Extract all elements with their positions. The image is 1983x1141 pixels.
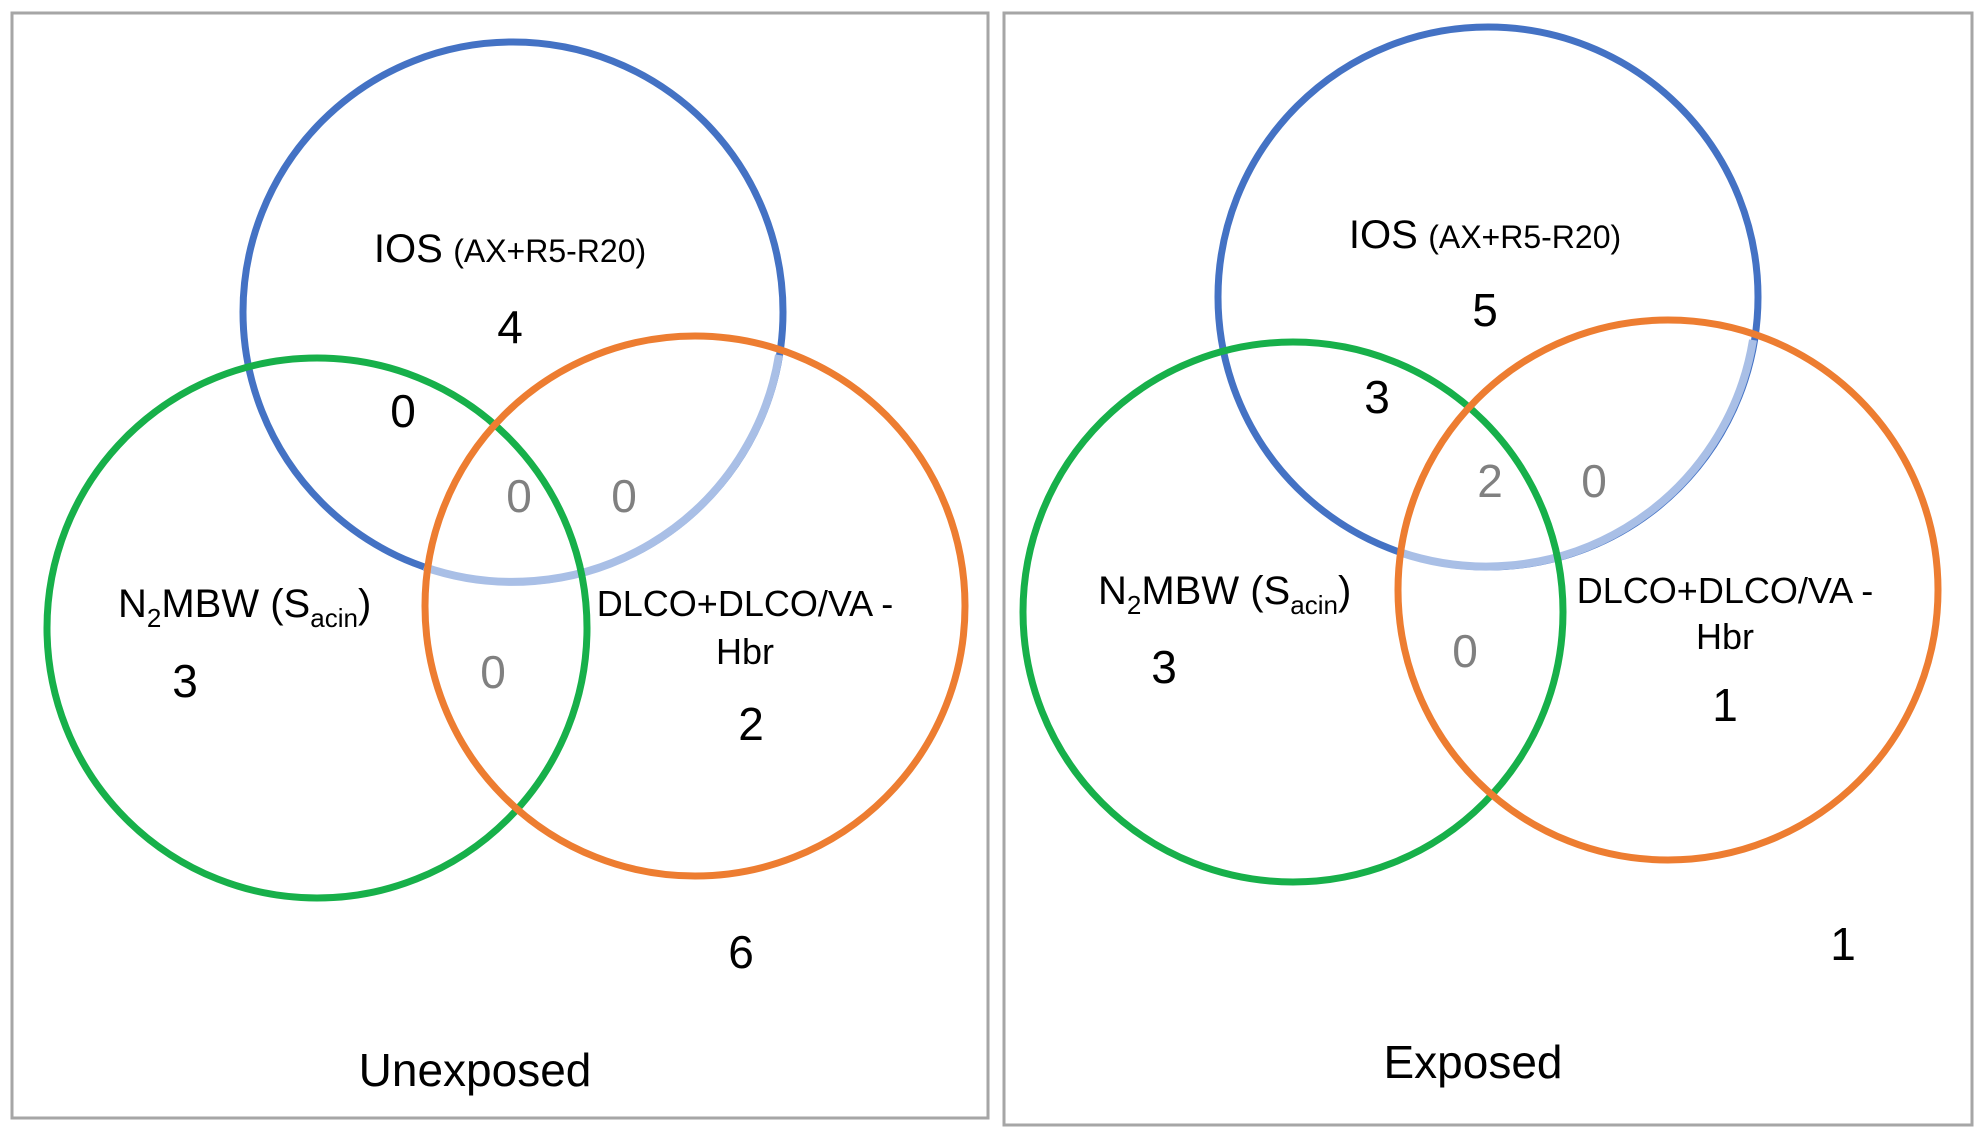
count-ios-dlco: 0 bbox=[611, 470, 637, 522]
count-ios-n2mbw: 0 bbox=[390, 385, 416, 437]
dlco-label-line1: DLCO+DLCO/VA - bbox=[597, 583, 893, 624]
count-n2mbw-only: 3 bbox=[1151, 641, 1177, 693]
panel-title: Unexposed bbox=[359, 1044, 592, 1096]
ios-circle-behind-arc bbox=[422, 354, 783, 586]
panel-unexposed: IOS (AX+R5-R20) N2MBW (Sacin) DLCO+DLCO/… bbox=[10, 11, 990, 1120]
count-outside: 6 bbox=[728, 926, 754, 978]
dlco-circle bbox=[421, 332, 969, 880]
dlco-circle bbox=[1394, 316, 1942, 864]
count-dlco-only: 2 bbox=[738, 698, 764, 750]
n2mbw-circle bbox=[1019, 338, 1567, 886]
dlco-label-line1: DLCO+DLCO/VA - bbox=[1577, 570, 1873, 611]
count-n2mbw-dlco: 0 bbox=[1452, 625, 1478, 677]
ios-label: IOS (AX+R5-R20) bbox=[1349, 213, 1621, 257]
ios-label: IOS (AX+R5-R20) bbox=[374, 227, 646, 271]
count-ios-dlco: 0 bbox=[1581, 455, 1607, 507]
count-all-three: 2 bbox=[1477, 455, 1503, 507]
panel-exposed-border bbox=[1002, 11, 1974, 1127]
n2mbw-label: N2MBW (Sacin) bbox=[1098, 569, 1351, 620]
panel-title: Exposed bbox=[1383, 1036, 1562, 1088]
panel-exposed: IOS (AX+R5-R20) N2MBW (Sacin) DLCO+DLCO/… bbox=[1002, 11, 1974, 1127]
count-ios-only: 4 bbox=[497, 301, 523, 353]
count-n2mbw-only: 3 bbox=[172, 655, 198, 707]
n2mbw-label: N2MBW (Sacin) bbox=[118, 582, 371, 633]
panel-unexposed-border bbox=[10, 11, 990, 1120]
count-dlco-only: 1 bbox=[1712, 679, 1738, 731]
count-all-three: 0 bbox=[506, 470, 532, 522]
count-n2mbw-dlco: 0 bbox=[480, 646, 506, 698]
dlco-label-line2: Hbr bbox=[1696, 616, 1754, 657]
count-ios-only: 5 bbox=[1472, 284, 1498, 336]
dlco-label-line2: Hbr bbox=[716, 631, 774, 672]
count-outside: 1 bbox=[1830, 918, 1856, 970]
ios-circle-behind-arc bbox=[1398, 339, 1757, 571]
n2mbw-circle bbox=[43, 354, 591, 902]
count-ios-n2mbw: 3 bbox=[1364, 371, 1390, 423]
